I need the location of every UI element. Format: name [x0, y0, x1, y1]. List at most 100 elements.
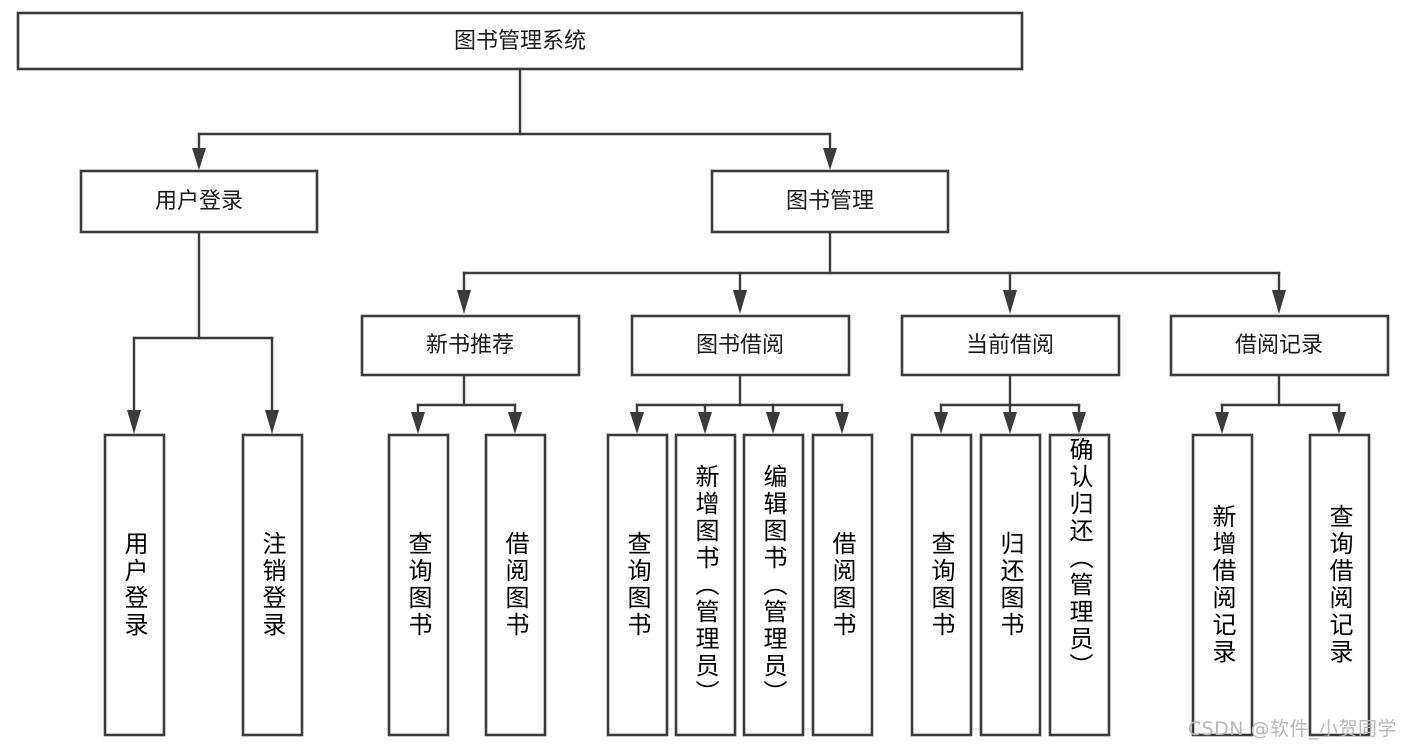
- leaf-user-login-1[interactable]: [241, 433, 304, 737]
- node-borrow-record[interactable]: 借阅记录: [1169, 314, 1390, 377]
- leaf-book-borrow-1-label: 新增图书（管理员）: [691, 463, 719, 707]
- leaf-current-borrow-2-label: 确认归还（管理员）: [1065, 437, 1093, 680]
- node-new-book-recommend-label: 新书推荐: [426, 333, 514, 358]
- node-book-borrow-label: 图书借阅: [696, 333, 784, 358]
- connector-currentborrow-to-leaves: [934, 373, 1086, 434]
- leaf-current-borrow-0[interactable]: [910, 433, 973, 737]
- arrow-head-icon: [411, 412, 425, 434]
- arrow-head-icon: [192, 148, 206, 170]
- arrow-head-icon: [1332, 412, 1346, 434]
- node-new-book-recommend-box: [360, 314, 581, 377]
- node-new-book-recommend[interactable]: 新书推荐: [360, 314, 581, 377]
- leaf-label-wrap: 新增图书（管理员）: [691, 463, 719, 707]
- leaf-new-book-recommend-0-label: 查询图书: [404, 531, 432, 639]
- arrow-head-icon: [835, 412, 849, 434]
- node-user-login-label: 用户登录: [155, 189, 243, 214]
- leaf-box: [811, 433, 874, 737]
- leaf-book-borrow-3-label: 借阅图书: [828, 531, 856, 639]
- leaf-new-book-recommend-0[interactable]: [387, 433, 450, 737]
- leaf-box: [606, 433, 669, 737]
- arrow-head-icon: [1215, 412, 1229, 434]
- node-current-borrow-label: 当前借阅: [966, 333, 1054, 358]
- leaf-label-wrap: 查询图书: [404, 531, 432, 639]
- arrow-head-icon: [1072, 412, 1086, 434]
- node-borrow-record-box: [1169, 314, 1390, 377]
- connector-bookborrow-to-leaves: [630, 373, 849, 434]
- connector-root-to-level1: [192, 67, 837, 170]
- leaf-box: [387, 433, 450, 737]
- leaf-box: [484, 433, 547, 737]
- leaf-book-borrow-1[interactable]: [674, 433, 737, 737]
- connector-userlogin-to-leaves: [127, 231, 279, 434]
- connector-bookmgmt-to-level2: [457, 231, 1286, 314]
- leaf-label-wrap: 注销登录: [258, 531, 286, 639]
- arrow-head-icon: [1003, 412, 1017, 434]
- leaf-current-borrow-0-label: 查询图书: [927, 531, 955, 639]
- leaf-borrow-record-1-label: 查询借阅记录: [1325, 504, 1353, 666]
- node-user-login[interactable]: 用户登录: [79, 169, 319, 234]
- leaf-borrow-record-0[interactable]: [1191, 433, 1254, 737]
- connector-newbook-to-leaves: [411, 373, 522, 434]
- arrow-head-icon: [766, 412, 780, 434]
- node-root-system[interactable]: 图书管理系统: [16, 11, 1024, 71]
- arrow-head-icon: [457, 290, 471, 314]
- leaf-label-wrap: 借阅图书: [828, 531, 856, 639]
- leaf-box: [1191, 433, 1254, 737]
- leaf-borrow-record-0-label: 新增借阅记录: [1208, 504, 1236, 666]
- arrow-head-icon: [508, 412, 522, 434]
- arrow-head-icon: [127, 410, 141, 434]
- connector-borrowrecord-to-leaves: [1215, 373, 1346, 434]
- leaf-box: [979, 433, 1042, 737]
- node-root-label: 图书管理系统: [454, 29, 586, 54]
- leaf-book-borrow-2-label: 编辑图书（管理员）: [759, 463, 787, 707]
- node-borrow-record-label: 借阅记录: [1235, 333, 1323, 358]
- node-book-management-label: 图书管理: [786, 189, 874, 214]
- leaf-user-login-0[interactable]: [103, 433, 166, 737]
- node-book-borrow[interactable]: 图书借阅: [630, 314, 851, 377]
- node-book-borrow-box: [630, 314, 851, 377]
- leaf-box: [1308, 433, 1371, 737]
- arrow-head-icon: [733, 290, 747, 314]
- arrow-head-icon: [1003, 290, 1017, 314]
- node-current-borrow[interactable]: 当前借阅: [900, 314, 1121, 377]
- leaf-label-wrap: 查询借阅记录: [1325, 504, 1353, 666]
- leaf-label-wrap: 编辑图书（管理员）: [759, 463, 787, 707]
- node-user-login-box: [79, 169, 319, 234]
- leaf-label-wrap: 新增借阅记录: [1208, 504, 1236, 666]
- leaf-label-wrap: 查询图书: [623, 531, 651, 639]
- leaf-book-borrow-0-label: 查询图书: [623, 531, 651, 639]
- leaf-book-borrow-3[interactable]: [811, 433, 874, 737]
- leaf-user-login-0-label: 用户登录: [120, 531, 148, 639]
- leaf-user-login-1-label: 注销登录: [258, 531, 286, 639]
- leaf-new-book-recommend-1-label: 借阅图书: [501, 531, 529, 639]
- leaf-book-borrow-2[interactable]: [742, 433, 805, 737]
- arrow-head-icon: [823, 148, 837, 170]
- leaf-current-borrow-1-label: 归还图书: [996, 531, 1024, 639]
- leaf-box: [674, 433, 737, 737]
- arrow-head-icon: [265, 410, 279, 434]
- leaf-label-wrap: 查询图书: [927, 531, 955, 639]
- leaf-book-borrow-0[interactable]: [606, 433, 669, 737]
- leaf-box: [910, 433, 973, 737]
- leaf-box: [241, 433, 304, 737]
- leaf-current-borrow-1[interactable]: [979, 433, 1042, 737]
- leaf-label-wrap: 借阅图书: [501, 531, 529, 639]
- leaf-box: [1048, 433, 1111, 737]
- node-book-management-box: [710, 169, 950, 234]
- arrow-head-icon: [934, 412, 948, 434]
- leaf-label-wrap: 确认归还（管理员）: [1065, 437, 1093, 680]
- leaf-borrow-record-1[interactable]: [1308, 433, 1371, 737]
- arrow-head-icon: [698, 412, 712, 434]
- arrow-head-icon: [630, 412, 644, 434]
- leaf-current-borrow-2[interactable]: [1048, 433, 1111, 737]
- node-book-management[interactable]: 图书管理: [710, 169, 950, 234]
- leaf-label-wrap: 归还图书: [996, 531, 1024, 639]
- leaf-new-book-recommend-1[interactable]: [484, 433, 547, 737]
- leaf-label-wrap: 用户登录: [120, 531, 148, 639]
- node-current-borrow-box: [900, 314, 1121, 377]
- node-root-box: [16, 11, 1024, 71]
- leaf-box: [742, 433, 805, 737]
- leaf-box: [103, 433, 166, 737]
